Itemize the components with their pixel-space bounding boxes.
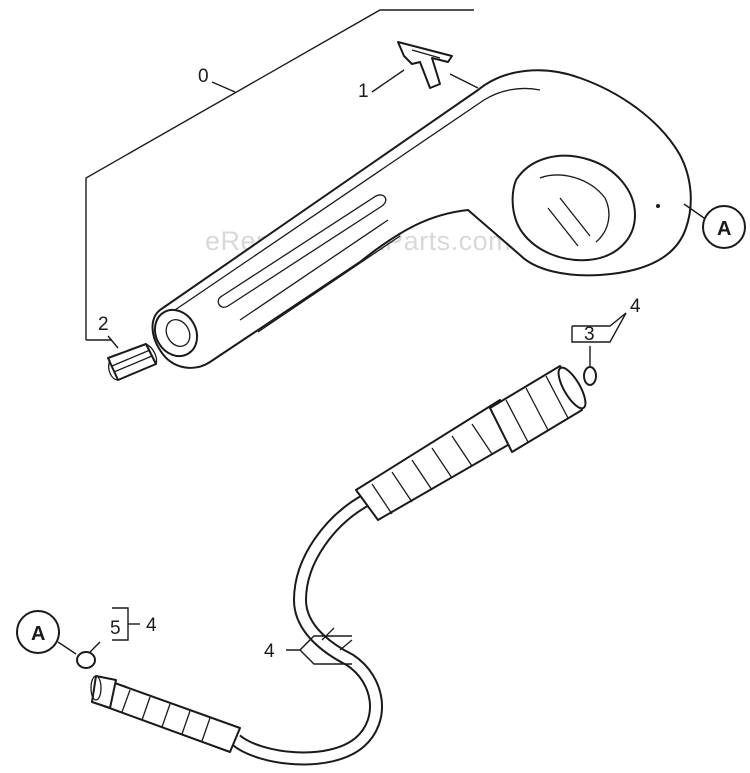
leader-0 <box>211 81 236 93</box>
assembly-bracket <box>85 9 474 341</box>
leader-2 <box>107 335 119 349</box>
o-ring-bottom <box>76 651 96 669</box>
callout-5: 5 <box>110 618 121 639</box>
bracket-3-top <box>572 312 627 327</box>
leader-a-bottom <box>57 641 77 655</box>
bracket-3-bottom <box>571 312 627 343</box>
callout-0: 0 <box>198 66 209 87</box>
callout-2: 2 <box>98 314 109 335</box>
callout-3-ref: 4 <box>630 296 641 317</box>
o-ring-top <box>583 366 597 386</box>
leader-a-top <box>683 203 705 219</box>
callout-5-ref: 4 <box>146 615 157 636</box>
connector-a-top <box>702 205 746 249</box>
leader-1b <box>449 73 479 89</box>
leader-1a <box>371 69 405 93</box>
connector-a-bottom <box>16 610 60 654</box>
connector-a-bottom-label: A <box>31 623 45 645</box>
callout-4: 4 <box>264 641 275 662</box>
callout-3: 3 <box>584 324 595 345</box>
part-spring <box>107 343 158 381</box>
leader-5 <box>89 641 101 653</box>
bracket-4-bottom <box>299 649 352 665</box>
bracket-4-top <box>286 635 352 651</box>
callout-1: 1 <box>358 81 369 102</box>
connector-a-top-label: A <box>717 218 731 240</box>
gun-handle <box>151 69 692 369</box>
part-clip <box>397 41 453 89</box>
hose-assembly <box>90 365 587 766</box>
